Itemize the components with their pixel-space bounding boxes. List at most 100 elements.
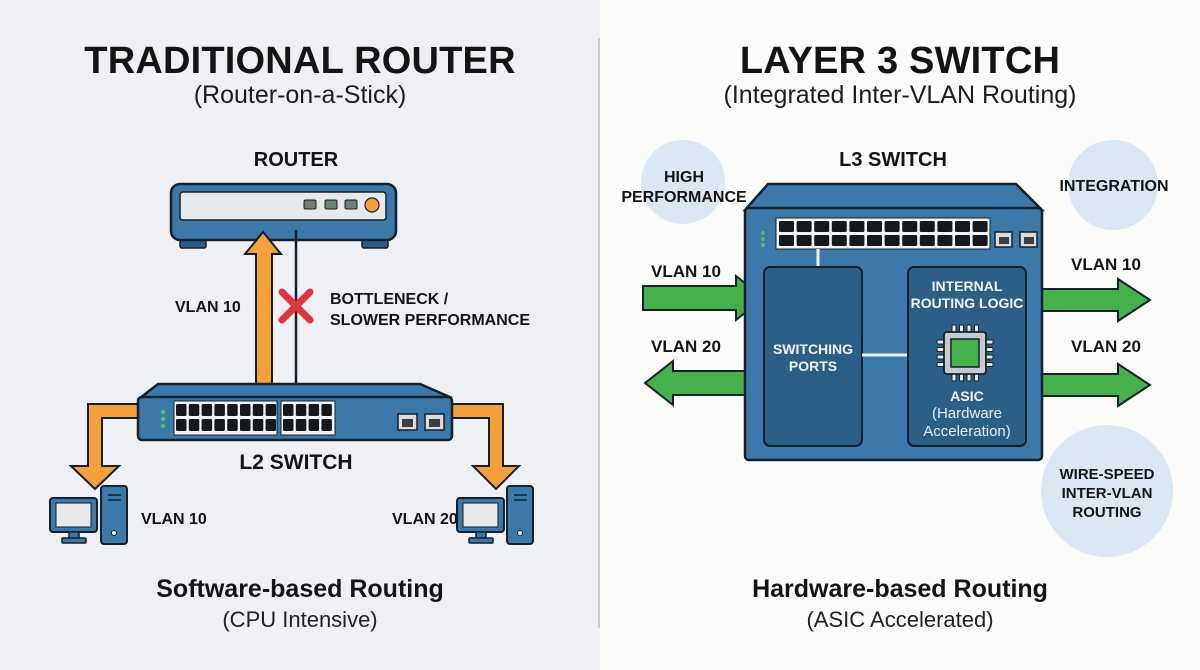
badge-integration: INTEGRATION [1059,178,1169,195]
left-panel-traditional-router [0,0,600,670]
ethernet-port [176,404,187,416]
ethernet-port [867,235,882,246]
bottleneck-line2: SLOWER PERFORMANCE [330,312,530,329]
ethernet-port [884,235,900,246]
badge-high-performance: HIGH PERFORMANCE [621,168,746,208]
ethernet-port [227,404,238,416]
ethernet-port [849,235,865,246]
l2-switch-label: L2 SWITCH [239,451,353,474]
ethernet-port [937,221,953,232]
ethernet-port [295,419,307,431]
left-footer-title: Software-based Routing [156,575,444,603]
ethernet-port [265,419,277,431]
ethernet-port [779,221,794,232]
ethernet-port [955,235,970,246]
in-vlan20-label: VLAN 20 [651,337,721,356]
ethernet-port [849,221,865,232]
orange-arrow-up-vlan10 [242,230,284,386]
bottleneck-x-icon [278,288,314,324]
ethernet-port [779,235,794,246]
ethernet-port [902,235,918,246]
ethernet-port [796,221,812,232]
ethernet-port [176,419,187,431]
badge-wire-speed-line3: ROUTING [1072,504,1142,521]
uplink-vlan10-label: VLAN 10 [175,299,241,316]
router-label: ROUTER [253,149,339,171]
ethernet-port [972,235,988,246]
routing-logic-line2: ROUTING LOGIC [910,295,1024,311]
right-footer-title: Hardware-based Routing [752,575,1048,603]
ethernet-port [214,404,225,416]
left-footer-subtitle: (CPU Intensive) [222,607,378,632]
right-subtitle: (Integrated Inter-VLAN Routing) [723,81,1077,109]
routing-logic-line1: INTERNAL [931,278,1003,294]
ethernet-port [831,221,847,232]
bottleneck-label: BOTTLENECK / SLOWER PERFORMANCE [330,289,530,331]
badge-wire-speed: WIRE-SPEED INTER-VLAN ROUTING [1059,465,1154,522]
in-vlan10-label: VLAN 10 [651,262,721,281]
ethernet-port [240,404,251,416]
ethernet-port [919,221,935,232]
right-footer-subtitle: (ASIC Accelerated) [806,607,994,632]
right-title: LAYER 3 SWITCH [739,40,1061,82]
ethernet-port [188,404,200,416]
routing-logic-label: INTERNAL ROUTING LOGIC [911,278,1024,312]
ethernet-port [308,404,320,416]
ethernet-port [796,235,812,246]
ethernet-port [919,235,935,246]
asic-label: ASIC [950,388,984,404]
asic-sub-line2: Acceleration) [923,423,1011,440]
badge-high-performance-line2: PERFORMANCE [621,189,747,206]
l3-switch-label: L3 SWITCH [839,149,947,171]
switching-ports-line1: SWITCHING [772,341,854,357]
ethernet-port [867,221,882,232]
ethernet-port [227,419,238,431]
badge-wire-speed-bg [1041,425,1173,557]
ethernet-port [188,419,200,431]
pc-left-vlan-label: VLAN 10 [141,511,207,528]
asic-subtitle: (Hardware Acceleration) [923,405,1011,441]
switching-ports-label: SWITCHING PORTS [773,341,853,375]
ethernet-port [884,221,900,232]
pc-vlan10-icon [49,485,128,545]
ethernet-port [252,419,264,431]
ethernet-port [955,221,970,232]
bottleneck-line1: BOTTLENECK / [330,291,449,308]
out-vlan10-label: VLAN 10 [1071,255,1141,274]
ethernet-port [902,221,918,232]
ethernet-port [321,404,332,416]
badge-integration-bg [1068,140,1158,230]
router-device [169,182,398,249]
ethernet-port [265,404,277,416]
badge-wire-speed-line1: WIRE-SPEED [1059,466,1155,483]
left-subtitle: (Router-on-a-Stick) [193,81,407,109]
out-vlan20-label: VLAN 20 [1071,337,1141,356]
ethernet-port [201,419,213,431]
badge-high-performance-line1: HIGH [664,169,704,186]
ethernet-port [295,404,307,416]
pc-vlan20-icon [456,485,534,545]
pc-right-vlan-label: VLAN 20 [392,511,458,528]
ethernet-port [283,404,294,416]
switching-ports-line2: PORTS [788,358,838,374]
ethernet-port [814,235,830,246]
orange-arrow-down-right-pc [449,403,522,491]
panel-divider [598,38,600,628]
left-title: TRADITIONAL ROUTER [84,40,516,82]
asic-chip-icon [936,324,994,382]
ethernet-port [937,235,953,246]
l2-switch-device [136,382,454,442]
badge-high-performance-bg [641,140,725,224]
orange-arrow-down-left-pc [68,403,144,491]
green-arrow-out-vlan10-right [1024,277,1152,323]
ethernet-port [308,419,320,431]
ethernet-port [972,221,988,232]
badge-wire-speed-line2: INTER-VLAN [1061,485,1153,502]
ethernet-port [283,419,294,431]
green-arrow-out-vlan20-right [1024,362,1152,408]
ethernet-port [321,419,332,431]
asic-sub-line1: (Hardware [931,405,1003,422]
ethernet-port [252,404,264,416]
ethernet-port [201,404,213,416]
